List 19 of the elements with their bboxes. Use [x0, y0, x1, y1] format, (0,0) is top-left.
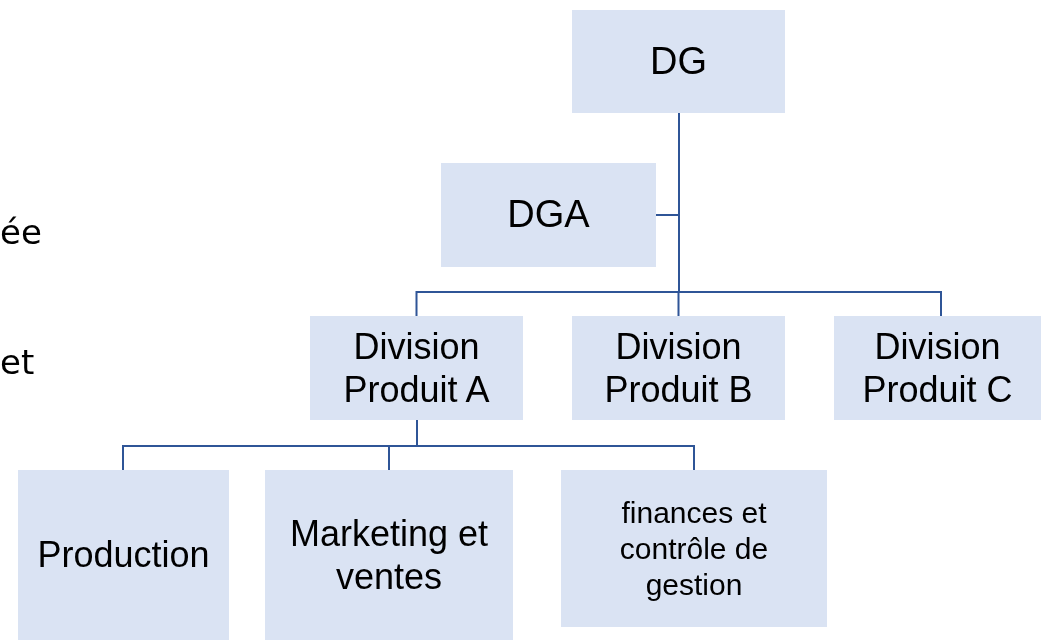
box-label: Production [37, 533, 210, 577]
box-label: finances et contrôle de gestion [618, 494, 770, 603]
org-box [441, 163, 656, 267]
org-box [310, 316, 523, 420]
box-label: Division Produit C [861, 324, 1014, 412]
org-box [561, 470, 827, 627]
text-fragment: ée [0, 212, 42, 252]
org-box [18, 470, 229, 640]
text-fragment: et [0, 342, 35, 382]
box-label: DGA [507, 192, 590, 238]
org-box [572, 10, 785, 113]
connector-line [416, 419, 695, 471]
box-label: Division Produit A [342, 324, 491, 412]
box-label: Marketing et ventes [288, 511, 490, 599]
org-box [265, 470, 513, 640]
org-box [572, 316, 785, 420]
box-label: DG [650, 38, 707, 84]
box-label: Division Produit B [603, 324, 754, 412]
org-box [834, 316, 1041, 420]
